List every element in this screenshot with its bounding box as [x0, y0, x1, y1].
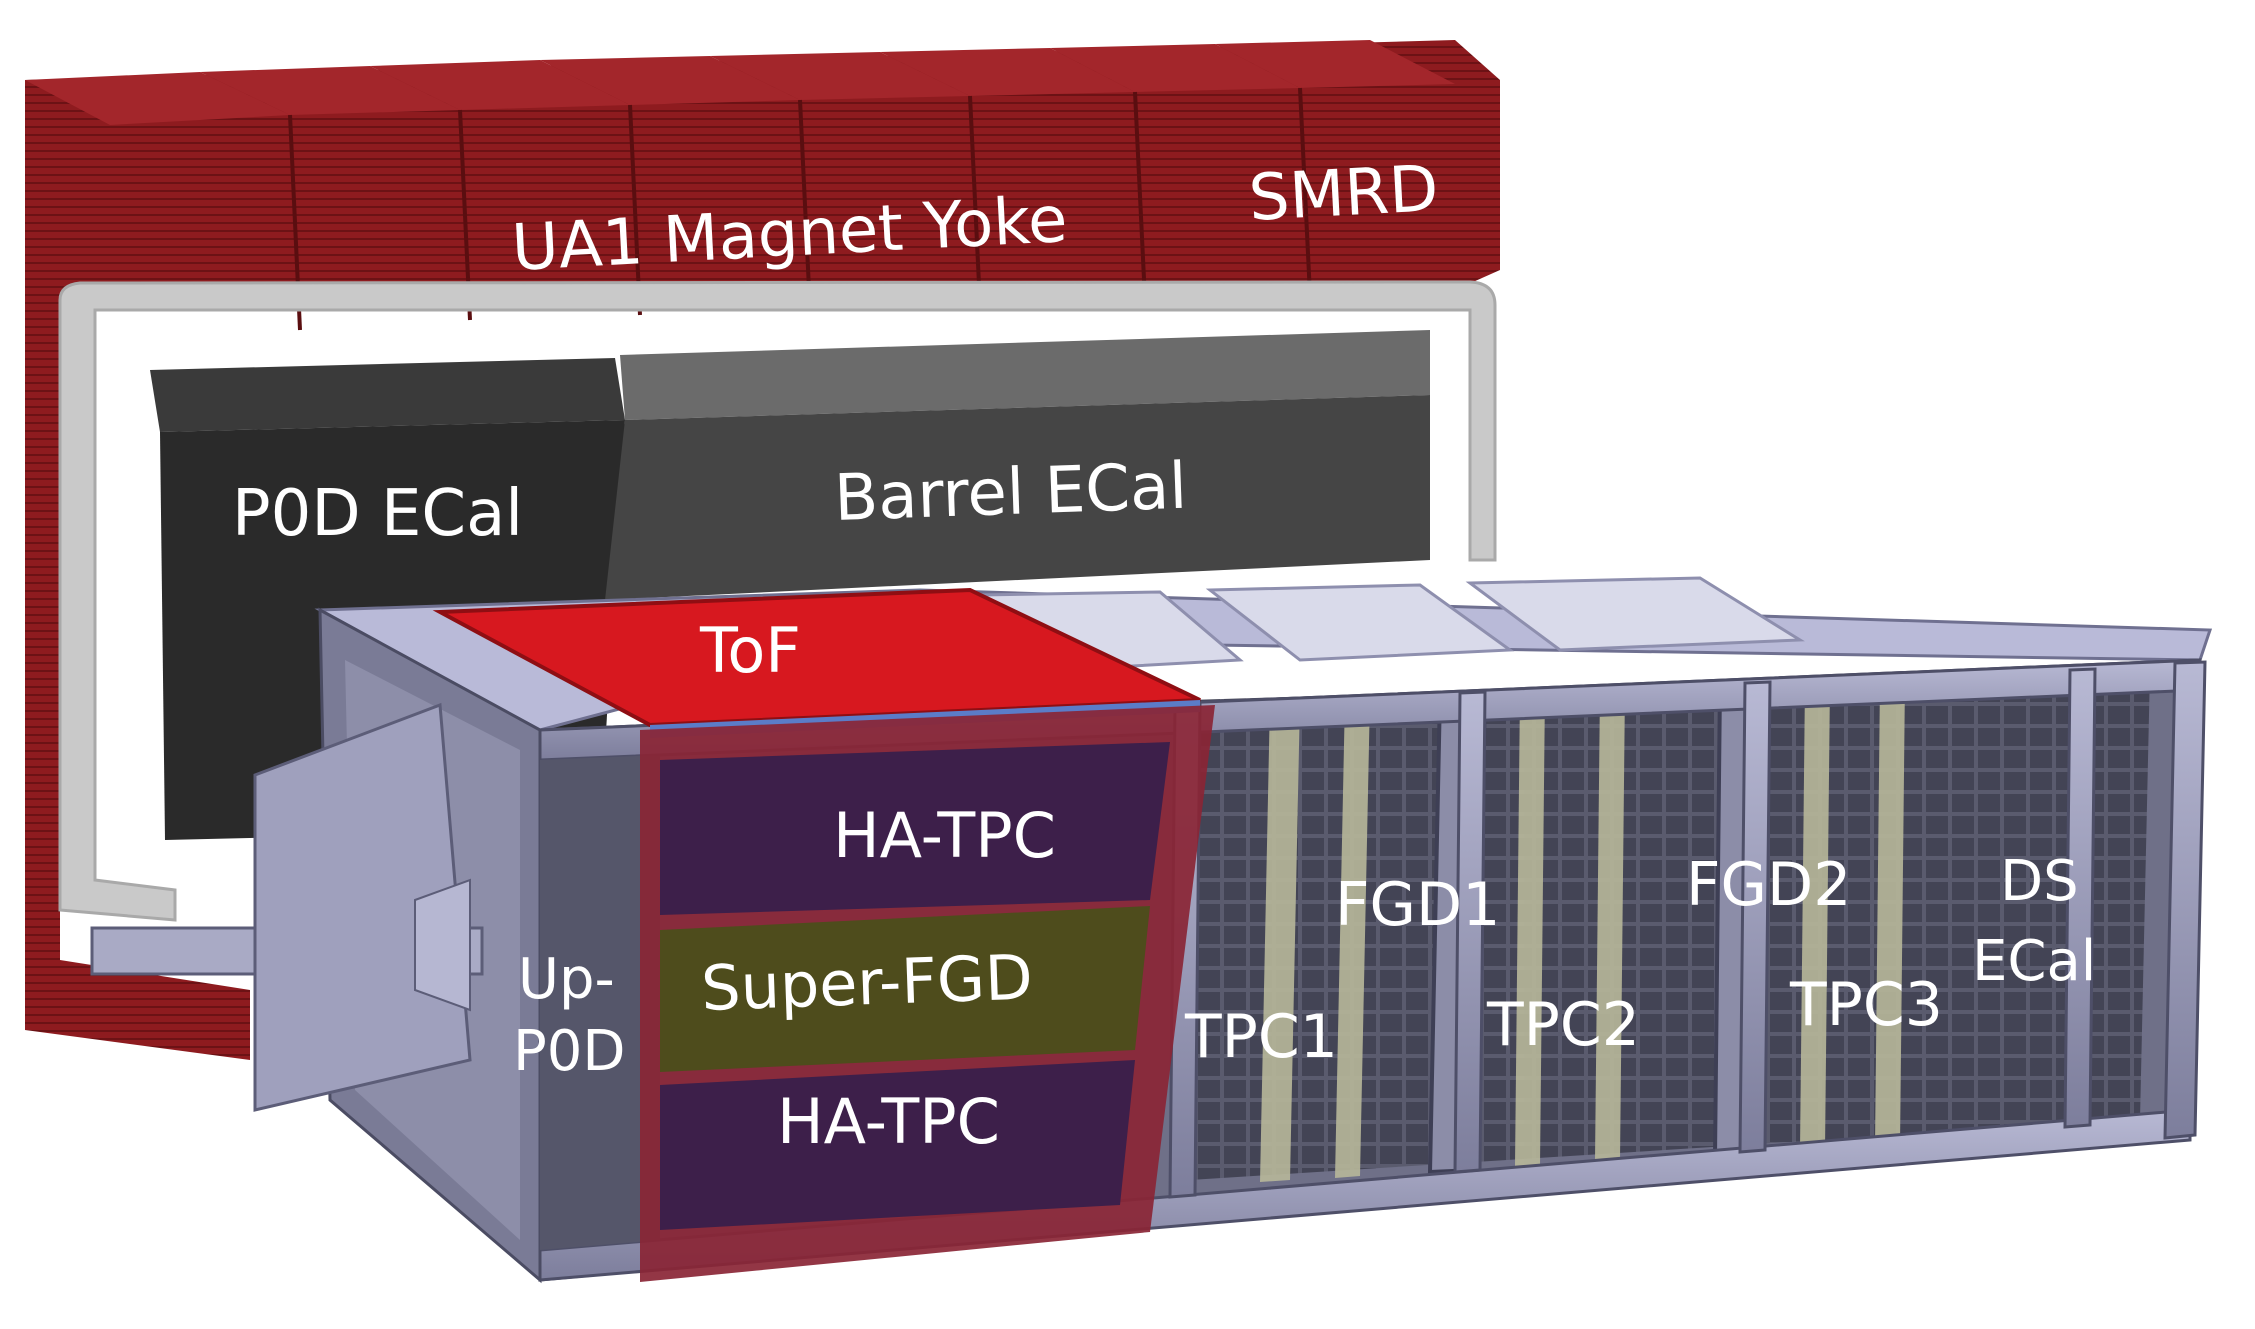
barrel-ecal — [605, 330, 1430, 600]
label-tpc3: TPC3 — [1789, 970, 1943, 1040]
label-up-p0d-line1: Up- — [518, 947, 615, 1012]
label-ha-tpc-bottom: HA-TPC — [777, 1085, 1000, 1158]
label-fgd1: FGD1 — [1335, 870, 1500, 940]
central-target-block — [640, 705, 1215, 1282]
label-smrd: SMRD — [1247, 152, 1440, 236]
label-tof: ToF — [699, 614, 801, 687]
label-super-fgd: Super-FGD — [700, 940, 1034, 1025]
label-p0d-ecal: P0D ECal — [232, 477, 523, 551]
label-ds-ecal-line2: ECal — [1972, 929, 2096, 994]
up-p0d — [540, 755, 660, 1250]
label-ha-tpc-top: HA-TPC — [833, 799, 1056, 872]
label-fgd2: FGD2 — [1686, 850, 1851, 920]
magnet-yoke — [25, 40, 1500, 1060]
yoke-top-segments — [25, 40, 1455, 125]
beam-pipe — [90, 702, 484, 1112]
label-barrel-ecal: Barrel ECal — [833, 450, 1188, 536]
label-tpc2: TPC2 — [1486, 990, 1640, 1060]
label-ds-ecal-line1: DS — [2000, 849, 2079, 914]
label-tpc1: TPC1 — [1184, 1002, 1338, 1072]
label-up-p0d-line2: P0D — [513, 1019, 626, 1084]
label-layer: UA1 Magnet Yoke SMRD P0D ECal Barrel ECa… — [232, 152, 2096, 1158]
